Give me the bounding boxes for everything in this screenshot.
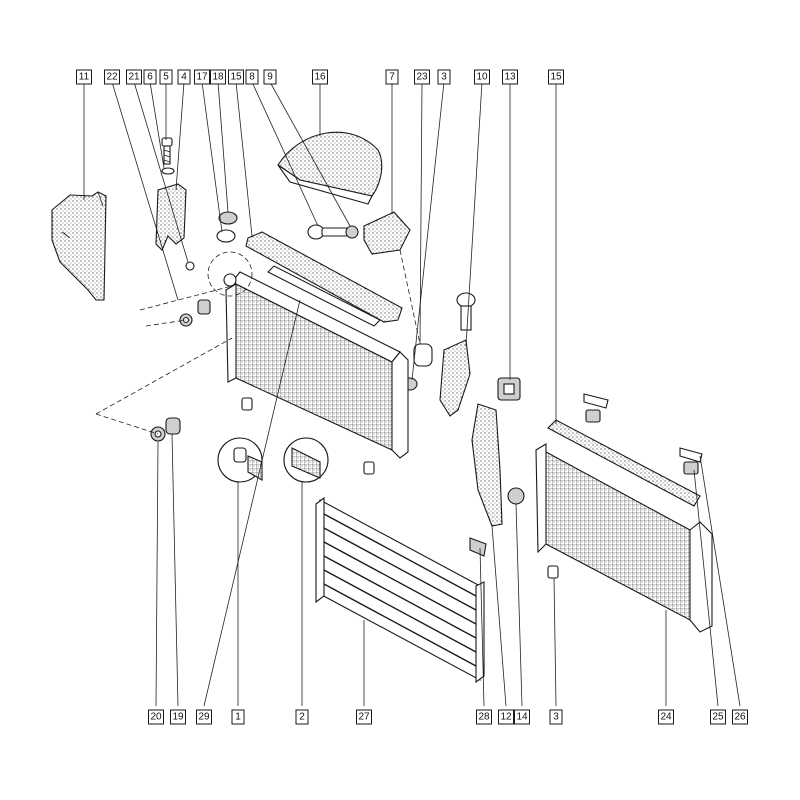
radiator-left [223, 265, 409, 475]
callout-number: 4 [181, 72, 187, 83]
callout-number: 25 [712, 712, 724, 723]
radiator-right [535, 419, 713, 633]
lower-bushings [150, 417, 181, 442]
callout-number: 15 [230, 72, 242, 83]
side-bracket [439, 292, 476, 417]
top-callout-23: 23 [414, 69, 430, 85]
bottom-callout-26: 26 [732, 709, 748, 725]
callout-number: 22 [106, 72, 118, 83]
bottom-callout-29: 29 [196, 709, 212, 725]
top-callout-9: 9 [263, 69, 277, 85]
callout-number: 3 [553, 712, 559, 723]
side-shield [471, 403, 525, 527]
callout-number: 1 [235, 712, 241, 723]
callout-number: 3 [441, 72, 447, 83]
zoom-inset-1 [217, 437, 263, 483]
callout-number: 12 [500, 712, 512, 723]
callout-number: 18 [212, 72, 224, 83]
fan-cowl [277, 131, 383, 205]
top-callout-8: 8 [245, 69, 259, 85]
callout-number: 13 [504, 72, 516, 83]
bottom-callout-2: 2 [295, 709, 309, 725]
leader-lines [83, 81, 741, 707]
callout-number: 21 [128, 72, 140, 83]
callout-number: 28 [478, 712, 490, 723]
air-deflector-bracket [51, 191, 107, 301]
callout-number: 26 [734, 712, 746, 723]
condenser [315, 496, 487, 684]
bottom-callout-28: 28 [476, 709, 492, 725]
top-callout-15: 15 [548, 69, 564, 85]
callout-number: 9 [267, 72, 273, 83]
callout-number: 16 [314, 72, 326, 83]
bottom-callout-24: 24 [658, 709, 674, 725]
rubber-mount [497, 377, 521, 401]
bottom-callout-27: 27 [356, 709, 372, 725]
top-callout-3: 3 [437, 69, 451, 85]
top-callout-18: 18 [210, 69, 226, 85]
top-strip-left [245, 231, 403, 323]
callout-number: 7 [389, 72, 395, 83]
top-callout-15: 15 [228, 69, 244, 85]
callout-number: 8 [249, 72, 255, 83]
callout-number: 15 [550, 72, 562, 83]
upper-bracket [155, 183, 187, 251]
callout-number: 20 [150, 712, 162, 723]
callout-number: 5 [163, 72, 169, 83]
callout-number: 17 [196, 72, 208, 83]
top-callout-22: 22 [104, 69, 120, 85]
callout-number: 19 [172, 712, 184, 723]
top-callout-21: 21 [126, 69, 142, 85]
screw-and-washer [161, 137, 175, 175]
bolt-and-nut [307, 224, 359, 240]
callout-number: 2 [299, 712, 305, 723]
callout-number: 10 [476, 72, 488, 83]
top-callout-17: 17 [194, 69, 210, 85]
bottom-callout-14: 14 [514, 709, 530, 725]
bottom-callout-3: 3 [549, 709, 563, 725]
zoom-inset-2 [283, 437, 329, 483]
top-callout-6: 6 [143, 69, 157, 85]
top-callout-7: 7 [385, 69, 399, 85]
top-callout-11: 11 [76, 69, 92, 85]
bracket-bolts [179, 261, 211, 327]
bottom-callout-1: 1 [231, 709, 245, 725]
right-clips [583, 393, 703, 475]
top-callout-10: 10 [474, 69, 490, 85]
callout-number: 23 [416, 72, 428, 83]
callout-number: 14 [516, 712, 528, 723]
callout-number: 6 [147, 72, 153, 83]
retaining-clip [363, 211, 411, 255]
callout-number: 24 [660, 712, 672, 723]
callout-number: 29 [198, 712, 210, 723]
bottom-callout-20: 20 [148, 709, 164, 725]
top-callout-5: 5 [159, 69, 173, 85]
bottom-callout-19: 19 [170, 709, 186, 725]
top-callout-16: 16 [312, 69, 328, 85]
callout-number: 11 [79, 72, 90, 83]
bottom-callout-25: 25 [710, 709, 726, 725]
top-callout-4: 4 [177, 69, 191, 85]
callout-number: 27 [358, 712, 370, 723]
bottom-callout-12: 12 [498, 709, 514, 725]
top-callout-13: 13 [502, 69, 518, 85]
